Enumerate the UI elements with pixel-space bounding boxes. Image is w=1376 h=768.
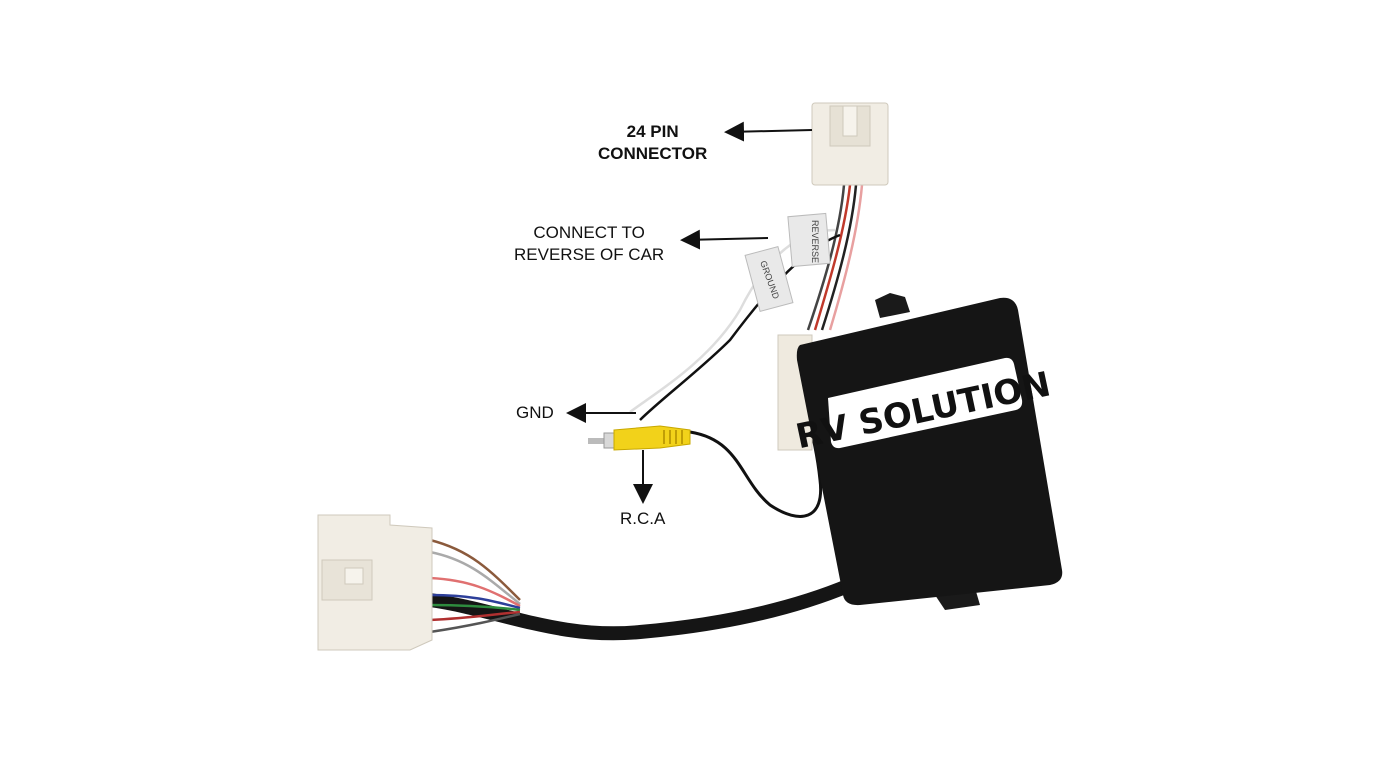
bottom-wire-bundle bbox=[429, 538, 521, 634]
label-line: CONNECT TO bbox=[533, 223, 645, 242]
label-gnd: GND bbox=[516, 403, 554, 422]
24-pin-connector-top bbox=[811, 102, 889, 186]
label-line: CONNECTOR bbox=[598, 144, 708, 163]
label-line: REVERSE OF CAR bbox=[514, 245, 665, 264]
label-connect-reverse: CONNECT TO REVERSE OF CAR bbox=[514, 222, 664, 266]
svg-text:REVERSE: REVERSE bbox=[810, 220, 820, 263]
rv-solution-module bbox=[796, 293, 1063, 610]
reverse-tag: REVERSE bbox=[787, 212, 831, 268]
rca-plug bbox=[588, 425, 691, 451]
label-line: 24 PIN bbox=[626, 122, 679, 141]
arrow-reverse bbox=[680, 229, 769, 250]
label-24-pin-connector: 24 PIN CONNECTOR bbox=[598, 121, 707, 165]
bottom-connector bbox=[317, 514, 433, 651]
arrow-24-pin bbox=[724, 121, 813, 142]
label-rca: R.C.A bbox=[620, 509, 666, 528]
ground-tag: GROUND bbox=[744, 245, 794, 313]
